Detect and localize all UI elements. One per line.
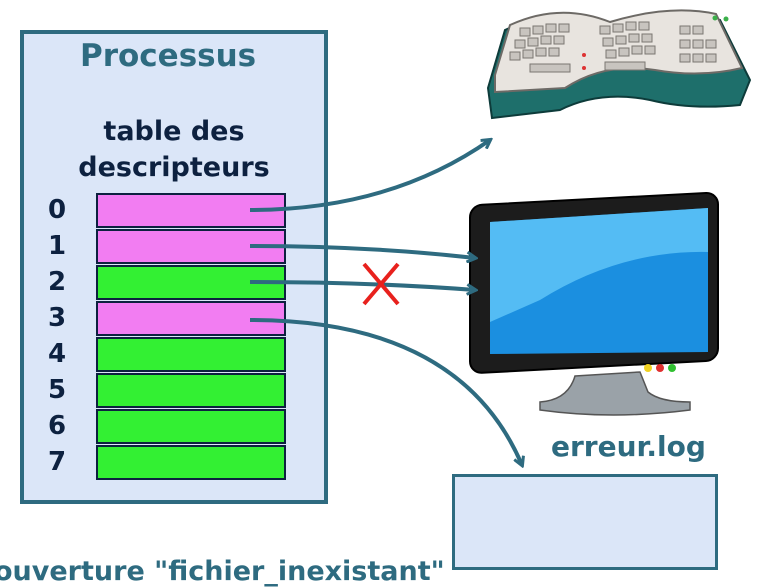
descriptor-cell-6 [96, 409, 286, 444]
arrow-fd3-logfile [249, 318, 522, 465]
keyboard-icon [486, 9, 752, 120]
descriptor-index-3: 3 [48, 303, 67, 333]
descriptor-cell-5 [96, 373, 286, 408]
descriptor-table-label: table des descripteurs [20, 114, 328, 186]
monitor-icon [469, 191, 719, 416]
descriptor-index-2: 2 [48, 267, 67, 297]
descriptor-index-0: 0 [48, 195, 67, 225]
arrow-fd1-monitor [249, 244, 475, 258]
log-file-box [452, 474, 718, 570]
descriptor-cell-4 [96, 337, 286, 372]
caption: ouverture "fichier_inexistant" [0, 556, 445, 587]
process-title: Processus [80, 38, 257, 74]
descriptor-cell-7 [96, 445, 286, 480]
cross-icon [362, 262, 400, 306]
descriptor-table-label-line1: table des [103, 116, 245, 147]
arrow-fd0-keyboard [249, 140, 490, 212]
descriptor-index-5: 5 [48, 375, 67, 405]
descriptor-table-label-line2: descripteurs [78, 152, 270, 183]
descriptor-index-4: 4 [48, 339, 67, 369]
descriptor-index-1: 1 [48, 231, 67, 261]
descriptor-index-7: 7 [48, 447, 67, 477]
log-file-name: erreur.log [551, 430, 706, 463]
arrow-fd2-monitor [249, 280, 475, 290]
descriptor-index-6: 6 [48, 411, 67, 441]
